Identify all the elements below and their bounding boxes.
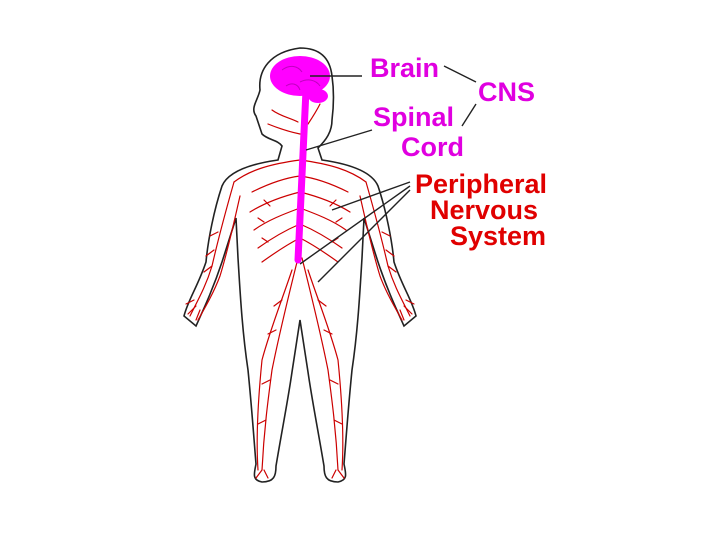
peripheral-nerves xyxy=(185,103,415,479)
spinal-cns-connector xyxy=(461,103,477,127)
peripheral-label: Peripheral xyxy=(415,169,547,199)
cord-label: Cord xyxy=(401,132,464,162)
brain-folds xyxy=(281,65,321,91)
brain-shape xyxy=(270,56,330,96)
cerebellum-shape xyxy=(308,89,328,103)
nervous-label: Nervous xyxy=(430,195,538,225)
leader-lines xyxy=(299,65,477,283)
brain-label: Brain xyxy=(370,53,439,83)
spinal-cord xyxy=(294,86,310,264)
pns-pointer-line-3 xyxy=(317,189,411,283)
cns-label: CNS xyxy=(478,77,535,107)
spinal-cord-pointer-line xyxy=(305,129,373,151)
body-outline xyxy=(183,47,417,483)
spinal-label: Spinal xyxy=(373,102,454,132)
central-nervous-system xyxy=(270,56,330,264)
pns-pointer-line-2 xyxy=(299,185,411,265)
system-label: System xyxy=(450,221,546,251)
brain-cns-connector xyxy=(443,65,477,83)
pns-pointer-line-1 xyxy=(331,181,411,211)
